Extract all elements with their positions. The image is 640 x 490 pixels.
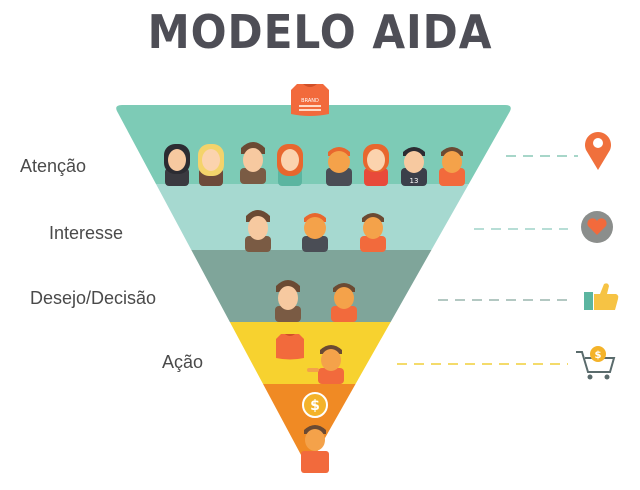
page-title: MODELO AIDA (147, 5, 493, 59)
person-icon (307, 345, 344, 384)
stage-label-desejo-decisao: Desejo/Decisão (30, 288, 157, 308)
svg-text:13: 13 (410, 177, 419, 185)
person-icon (363, 144, 389, 186)
person-icon (302, 213, 328, 252)
stage-label-atencao: Atenção (20, 156, 87, 176)
person-icon (326, 147, 352, 186)
person-icon (360, 213, 386, 252)
brand-shirt-icon: BRAND (291, 84, 329, 116)
person-icon (164, 144, 190, 186)
person-icon (331, 283, 357, 322)
band-desejo (116, 250, 511, 322)
person-icon (198, 144, 224, 186)
person-icon: 13 (401, 147, 427, 186)
atencao-people: 13 (164, 142, 465, 186)
svg-text:$: $ (310, 398, 320, 414)
person-icon (439, 147, 465, 186)
stage-label-interesse: Interesse (49, 223, 124, 243)
stage-label-acao: Ação (162, 352, 204, 372)
person-icon (301, 425, 329, 473)
dollar-coin-icon: $ (302, 392, 328, 418)
person-icon (277, 144, 303, 186)
person-icon (245, 210, 271, 252)
shopping-cart-icon: $ (576, 346, 616, 380)
acao-shirt-icon (276, 334, 304, 360)
location-pin-icon (585, 132, 611, 170)
interesse-people (245, 210, 386, 252)
thumbs-up-icon (584, 283, 619, 310)
person-icon (275, 280, 301, 322)
desejo-people (275, 280, 357, 322)
svg-text:$: $ (595, 350, 602, 361)
heart-icon (581, 211, 613, 243)
person-icon (240, 142, 266, 184)
brand-shirt-label: BRAND (301, 98, 319, 104)
